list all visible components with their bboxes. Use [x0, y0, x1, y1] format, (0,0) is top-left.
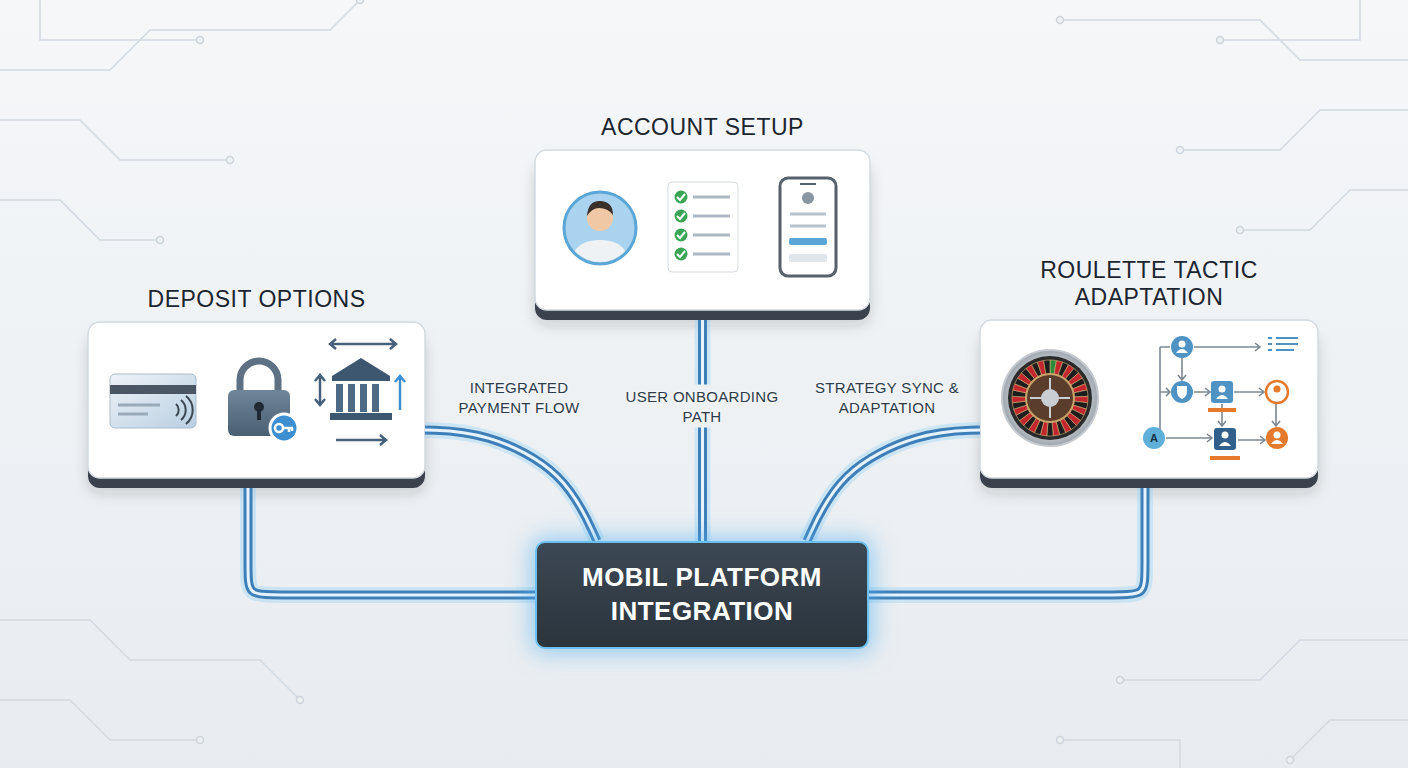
check-tick — [677, 213, 685, 219]
circuit-pad — [1117, 677, 1124, 684]
card-face — [980, 320, 1318, 478]
circuit-pad — [357, 0, 364, 4]
circuit-pad — [1057, 737, 1064, 744]
connector-label: USER ONBOARDING PATH — [610, 385, 795, 428]
check-line — [693, 234, 730, 237]
circuit-pad — [1217, 37, 1224, 44]
connector-line — [807, 430, 980, 541]
connector-glow — [248, 488, 535, 595]
circuit-trace — [0, 620, 300, 700]
card-box: ROULETTE TACTIC ADAPTATION — [980, 320, 1318, 488]
strategy-flow-icon — [1143, 336, 1298, 460]
circuit-pad — [227, 157, 234, 164]
circuit-trace — [0, 120, 230, 160]
circuit-trace — [1120, 640, 1408, 680]
hub-title: MOBIL PLATFORM INTEGRATION — [567, 561, 837, 629]
card-heading: ROULETTE TACTIC ADAPTATION — [1024, 257, 1274, 310]
connector-line — [248, 488, 535, 595]
connector-core — [869, 488, 1145, 595]
circuit-pad — [1177, 147, 1184, 154]
icon-letter: A — [1150, 433, 1158, 444]
connector-tube — [248, 488, 535, 595]
connector-tube — [425, 430, 597, 541]
circuit-pad — [197, 37, 204, 44]
connector-label: STRATEGY SYNC & ADAPTATION — [810, 376, 965, 419]
circuit-pad — [297, 697, 304, 704]
check-tick — [677, 194, 685, 200]
card-box: DEPOSIT OPTIONS — [88, 322, 425, 488]
credit-card-icon — [110, 374, 196, 428]
roulette-wheel-icon — [1002, 350, 1098, 446]
connector-glow — [425, 430, 597, 541]
connector-core — [807, 430, 980, 541]
card-heading: DEPOSIT OPTIONS — [148, 286, 366, 312]
circuit-trace — [1180, 110, 1408, 150]
checklist-icon — [668, 182, 738, 272]
card-face — [535, 150, 870, 310]
wheel-pocket — [1012, 396, 1026, 402]
check-line — [693, 215, 730, 218]
padlock-icon — [228, 361, 298, 442]
connector-line — [425, 430, 597, 541]
connector-tube — [702, 320, 703, 541]
circuit-trace — [0, 0, 360, 70]
connector-glow — [869, 488, 1145, 595]
circuit-pad — [1237, 227, 1244, 234]
connector-core — [701, 320, 704, 541]
check-mark — [675, 229, 688, 242]
circuit-trace — [1060, 740, 1180, 768]
connector-label: INTEGRATED PAYMENT FLOW — [439, 376, 599, 419]
circuit-pad — [1287, 757, 1294, 764]
connector-tube — [807, 430, 980, 541]
check-mark — [675, 248, 688, 261]
card-box: ACCOUNT SETUP — [535, 150, 870, 320]
avatar-icon — [564, 192, 636, 266]
bank-icon — [315, 339, 405, 445]
check-tick — [677, 232, 685, 238]
circuit-trace — [40, 0, 200, 40]
check-tick — [677, 251, 685, 257]
connector-tube — [869, 488, 1145, 595]
check-line — [693, 253, 730, 256]
check-mark — [675, 210, 688, 223]
circuit-pad — [197, 737, 204, 744]
wheel-pocket — [1073, 390, 1088, 397]
circuit-trace — [1240, 190, 1408, 230]
phone-icon — [780, 178, 836, 276]
connector-line — [869, 488, 1145, 595]
circuit-trace — [1290, 720, 1408, 760]
circuit-trace — [0, 200, 160, 240]
check-mark — [675, 191, 688, 204]
connector-core — [425, 430, 597, 541]
connector-glow — [807, 430, 980, 541]
connector-line — [698, 320, 707, 541]
hub-box: MOBIL PLATFORM INTEGRATION — [535, 541, 869, 649]
connector-core — [248, 488, 535, 595]
circuit-trace — [1220, 0, 1360, 40]
circuit-pad — [157, 237, 164, 244]
connector-glow — [695, 320, 711, 541]
wheel-pocket — [1044, 360, 1050, 374]
circuit-trace — [0, 700, 200, 740]
card-heading: ACCOUNT SETUP — [601, 114, 804, 140]
circuit-pad — [1057, 17, 1064, 24]
card-face — [88, 322, 425, 478]
check-line — [693, 196, 730, 199]
